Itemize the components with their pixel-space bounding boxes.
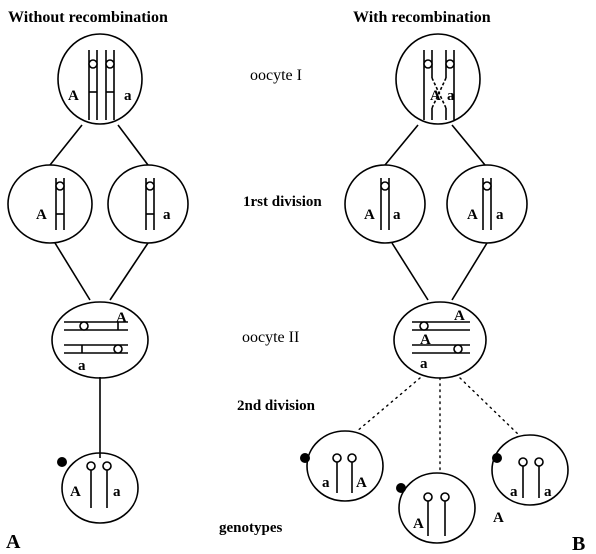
chromosome-pair-oocyte1-left <box>88 50 115 120</box>
allele-label: A <box>467 207 478 223</box>
connector-left-cell1-oocyte2 <box>54 242 91 301</box>
cell-first-division-right-2 <box>446 164 528 244</box>
polar-body-right-1 <box>300 453 310 463</box>
connector-right-oocyte1-cell1 <box>384 124 419 166</box>
cell-genotype-left <box>61 452 139 524</box>
chromosomes-genotype-right-2 <box>423 492 450 536</box>
allele-label: a <box>510 484 518 500</box>
stage-label-oocyte-2: oocyte II <box>242 329 299 346</box>
chromosomes-genotype-left <box>86 461 112 508</box>
cell-oocyte2-left <box>51 301 149 379</box>
allele-label: a <box>544 484 552 500</box>
stage-label-genotypes: genotypes <box>219 520 282 536</box>
polar-body-right-3 <box>492 453 502 463</box>
allele-label: A <box>493 510 504 526</box>
cell-first-division-left-1 <box>7 164 93 244</box>
chromosomes-oocyte2-right <box>412 321 470 354</box>
allele-label: A <box>36 207 47 223</box>
connector-dotted-to-genotype-3 <box>459 377 521 437</box>
stage-label-oocyte-1: oocyte I <box>250 67 302 84</box>
connector-left-oocyte1-cell1 <box>49 124 83 166</box>
allele-label: a <box>78 358 86 374</box>
allele-label: a <box>113 484 121 500</box>
panel-letter-a: A <box>6 531 21 553</box>
chromosomes-genotype-right-3 <box>518 457 544 498</box>
allele-label: A <box>70 484 81 500</box>
allele-label: A <box>356 475 367 491</box>
polar-body-left <box>57 457 67 467</box>
allele-label: A <box>116 310 127 326</box>
allele-label: A <box>420 332 431 348</box>
cell-genotype-right-2 <box>398 472 476 544</box>
allele-label: A <box>454 308 465 324</box>
stage-label-first-division: 1rst division <box>243 194 322 210</box>
polar-body-right-2 <box>396 483 406 493</box>
connector-dotted-to-genotype-1 <box>355 377 421 433</box>
allele-label: a <box>163 207 171 223</box>
connector-left-cell2-oocyte2 <box>109 242 149 301</box>
connector-right-oocyte1-cell2 <box>451 124 486 166</box>
chromosome-first-division-right-1 <box>380 178 390 230</box>
cell-first-division-right-1 <box>344 164 426 244</box>
allele-label: A <box>413 516 424 532</box>
allele-label: a <box>447 88 455 104</box>
connector-right-cell1-oocyte2 <box>391 242 429 301</box>
allele-label: a <box>322 475 330 491</box>
header-with-recombination: With recombination <box>353 9 491 26</box>
chromosome-first-division-left-2 <box>145 178 155 230</box>
panel-letter-b: B <box>572 533 585 554</box>
cell-genotype-right-1 <box>306 430 384 502</box>
chromosome-first-division-right-2 <box>482 178 492 230</box>
cell-oocyte2-right <box>393 301 487 379</box>
allele-label: A <box>68 88 79 104</box>
connector-right-cell2-oocyte2 <box>451 242 488 301</box>
cell-genotype-right-3 <box>491 434 569 506</box>
chromosome-pair-oocyte1-right <box>423 50 455 120</box>
allele-label: A <box>430 88 441 104</box>
cell-first-division-left-2 <box>107 164 189 244</box>
allele-label: a <box>393 207 401 223</box>
allele-label: a <box>420 356 428 372</box>
header-without-recombination: Without recombination <box>8 9 168 26</box>
chromosome-first-division-left-1 <box>55 178 65 230</box>
allele-label: a <box>496 207 504 223</box>
cell-oocyte1-right <box>395 33 481 125</box>
allele-label: A <box>364 207 375 223</box>
connector-left-oocyte1-cell2 <box>117 124 149 166</box>
chromosomes-oocyte2-left <box>64 321 128 354</box>
cell-oocyte1-left <box>57 33 143 125</box>
allele-label: a <box>124 88 132 104</box>
stage-label-second-division: 2nd division <box>237 398 316 414</box>
chromosomes-genotype-right-1 <box>332 453 357 493</box>
